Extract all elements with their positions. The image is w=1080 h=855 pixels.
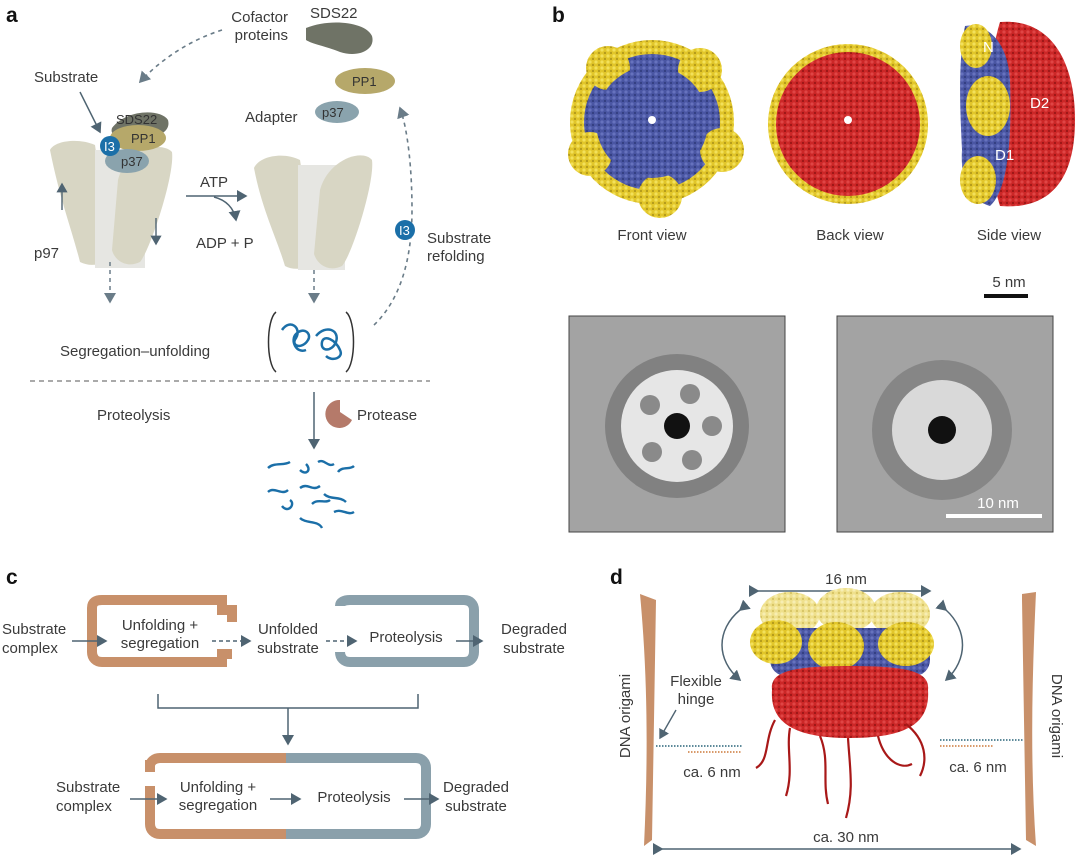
- pp1-top-label: PP1: [352, 74, 377, 89]
- panel-a: Cofactor proteins SDS22 PP1 p37 Adapter …: [30, 5, 491, 529]
- panel-label-c: c: [6, 566, 18, 589]
- i3-label: I3: [104, 139, 115, 154]
- p97-right: [254, 155, 373, 270]
- atp-arrow: [213, 196, 241, 222]
- substrate-fragments: [267, 459, 355, 529]
- cofactor-arrow: [138, 29, 223, 84]
- c-unfolding-2a: Unfolding +: [180, 779, 257, 796]
- panel-d: DNA origami DNA origami 16 nm: [617, 571, 1065, 855]
- p37-label: p37: [121, 154, 143, 169]
- back-view-structure: [768, 44, 928, 204]
- atp-label: ATP: [200, 174, 228, 191]
- scale-5nm-label: 5 nm: [992, 274, 1025, 291]
- adp-label: ADP + P: [196, 235, 254, 252]
- side-d2-label: D2: [1030, 95, 1049, 112]
- p37-top-label: p37: [322, 105, 344, 120]
- origami-right-label: DNA origami: [1048, 674, 1065, 758]
- panel-c: Unfolding + segregation Proteolysis Subs…: [2, 595, 567, 839]
- em-image-left: [568, 315, 786, 533]
- hinge-label-a: Flexible: [670, 673, 722, 690]
- substrate-label: Substrate: [34, 69, 98, 86]
- origami-left-label: DNA origami: [617, 674, 634, 758]
- width-16nm-label: 16 nm: [825, 571, 867, 588]
- panel-label-a: a: [6, 4, 18, 27]
- c-degraded-2b: substrate: [445, 798, 507, 815]
- c-substrate-1b: complex: [2, 640, 58, 657]
- scale-10nm-label: 10 nm: [977, 495, 1019, 512]
- substrate-tails: [755, 719, 926, 819]
- origami-right: [1022, 592, 1036, 846]
- refolding-label-2: refolding: [427, 248, 485, 265]
- front-view-structure: [568, 40, 744, 218]
- sds22-top-shape: [306, 22, 373, 55]
- width-30nm-label: ca. 30 nm: [813, 829, 879, 846]
- c-proteolysis-2: Proteolysis: [317, 789, 390, 806]
- c-substrate-2b: complex: [56, 798, 112, 815]
- length-right-label: ca. 6 nm: [949, 759, 1007, 776]
- refolding-arrow: [373, 106, 413, 326]
- panel-label-b: b: [552, 4, 565, 27]
- c-proteolysis-1: Proteolysis: [369, 629, 442, 646]
- pp1-top-shape: [335, 68, 395, 94]
- segregation-label: Segregation–unfolding: [60, 343, 210, 360]
- side-view-label: Side view: [977, 227, 1041, 244]
- p97-left: [50, 112, 173, 268]
- c-unfolded-b: substrate: [257, 640, 319, 657]
- c-degraded-1b: substrate: [503, 640, 565, 657]
- protease-label: Protease: [357, 407, 417, 424]
- adapter-label: Adapter: [245, 109, 298, 126]
- i3-small-label: I3: [399, 223, 410, 238]
- p37-top-shape: [315, 101, 359, 123]
- sds22-top-label: SDS22: [310, 5, 358, 22]
- sds22-label: SDS22: [116, 112, 157, 127]
- length-left-label: ca. 6 nm: [683, 764, 741, 781]
- cofactor-label-2: proteins: [235, 27, 288, 44]
- scale-10nm-bar: [946, 514, 1042, 518]
- proteolysis-label: Proteolysis: [97, 407, 170, 424]
- panel-b: Front view Back view N D1 D2 Side view 5…: [568, 21, 1075, 533]
- c-unfolding-2b: segregation: [179, 797, 257, 814]
- c-unfolding-1a: Unfolding +: [122, 617, 199, 634]
- cofactor-label-1: Cofactor: [231, 9, 288, 26]
- em-image-right: [836, 315, 1054, 533]
- side-n-label: N: [983, 39, 994, 56]
- front-view-label: Front view: [617, 227, 686, 244]
- refolding-label-1: Substrate: [427, 230, 491, 247]
- protease-icon: [325, 399, 352, 428]
- c-substrate-2a: Substrate: [56, 779, 120, 796]
- origami-left: [640, 594, 656, 846]
- unfolded-substrate: [280, 323, 343, 361]
- scale-5nm-bar: [984, 294, 1028, 298]
- c-substrate-1a: Substrate: [2, 621, 66, 638]
- hinge-label-b: hinge: [678, 691, 715, 708]
- c-degraded-2a: Degraded: [443, 779, 509, 796]
- c-degraded-1a: Degraded: [501, 621, 567, 638]
- back-view-label: Back view: [816, 227, 884, 244]
- hinge-arrow: [659, 709, 677, 740]
- p97-structure: [750, 588, 934, 738]
- p97-label: p97: [34, 245, 59, 262]
- pp1-label: PP1: [131, 131, 156, 146]
- panel-label-d: d: [610, 566, 623, 589]
- side-view-structure: [960, 21, 1075, 207]
- side-d1-label: D1: [995, 147, 1014, 164]
- c-unfolding-1b: segregation: [121, 635, 199, 652]
- c-unfolded-a: Unfolded: [258, 621, 318, 638]
- substrate-arrow: [79, 91, 102, 134]
